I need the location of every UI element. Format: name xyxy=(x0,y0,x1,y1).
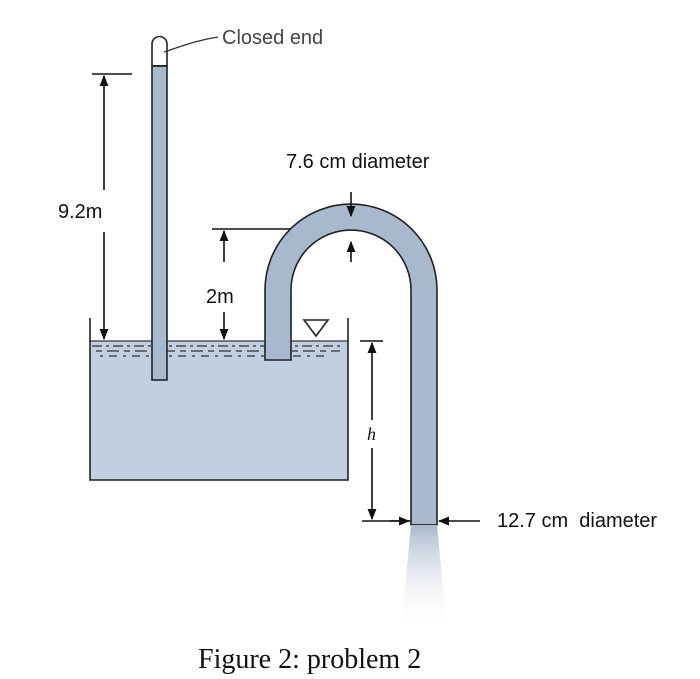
dimension-tube-height xyxy=(92,73,132,341)
pipe-diameter-label: 7.6 cm diameter xyxy=(286,151,430,173)
tube-water-column xyxy=(151,65,168,381)
water-tank xyxy=(89,318,349,481)
closed-end-leader xyxy=(163,36,219,53)
closed-end-tube xyxy=(151,35,168,381)
inverted-triangle-icon xyxy=(302,319,330,338)
water-surface-lines xyxy=(90,340,348,357)
tube-height-label: 9.2m xyxy=(58,201,102,223)
figure-caption: Figure 2: problem 2 xyxy=(198,644,421,675)
tank-water xyxy=(90,341,348,480)
outlet-diameter-label: 12.7 cm diameter xyxy=(497,510,657,532)
closed-end-label: Closed end xyxy=(222,27,323,49)
tube-air-top xyxy=(151,35,168,67)
outlet-jet xyxy=(401,525,447,630)
bend-height-label: 2m xyxy=(206,286,234,308)
h-label: h xyxy=(367,424,376,444)
siphon-pipe-body xyxy=(264,203,438,526)
tank-walls xyxy=(89,318,349,481)
dimension-bend-height xyxy=(212,228,290,341)
